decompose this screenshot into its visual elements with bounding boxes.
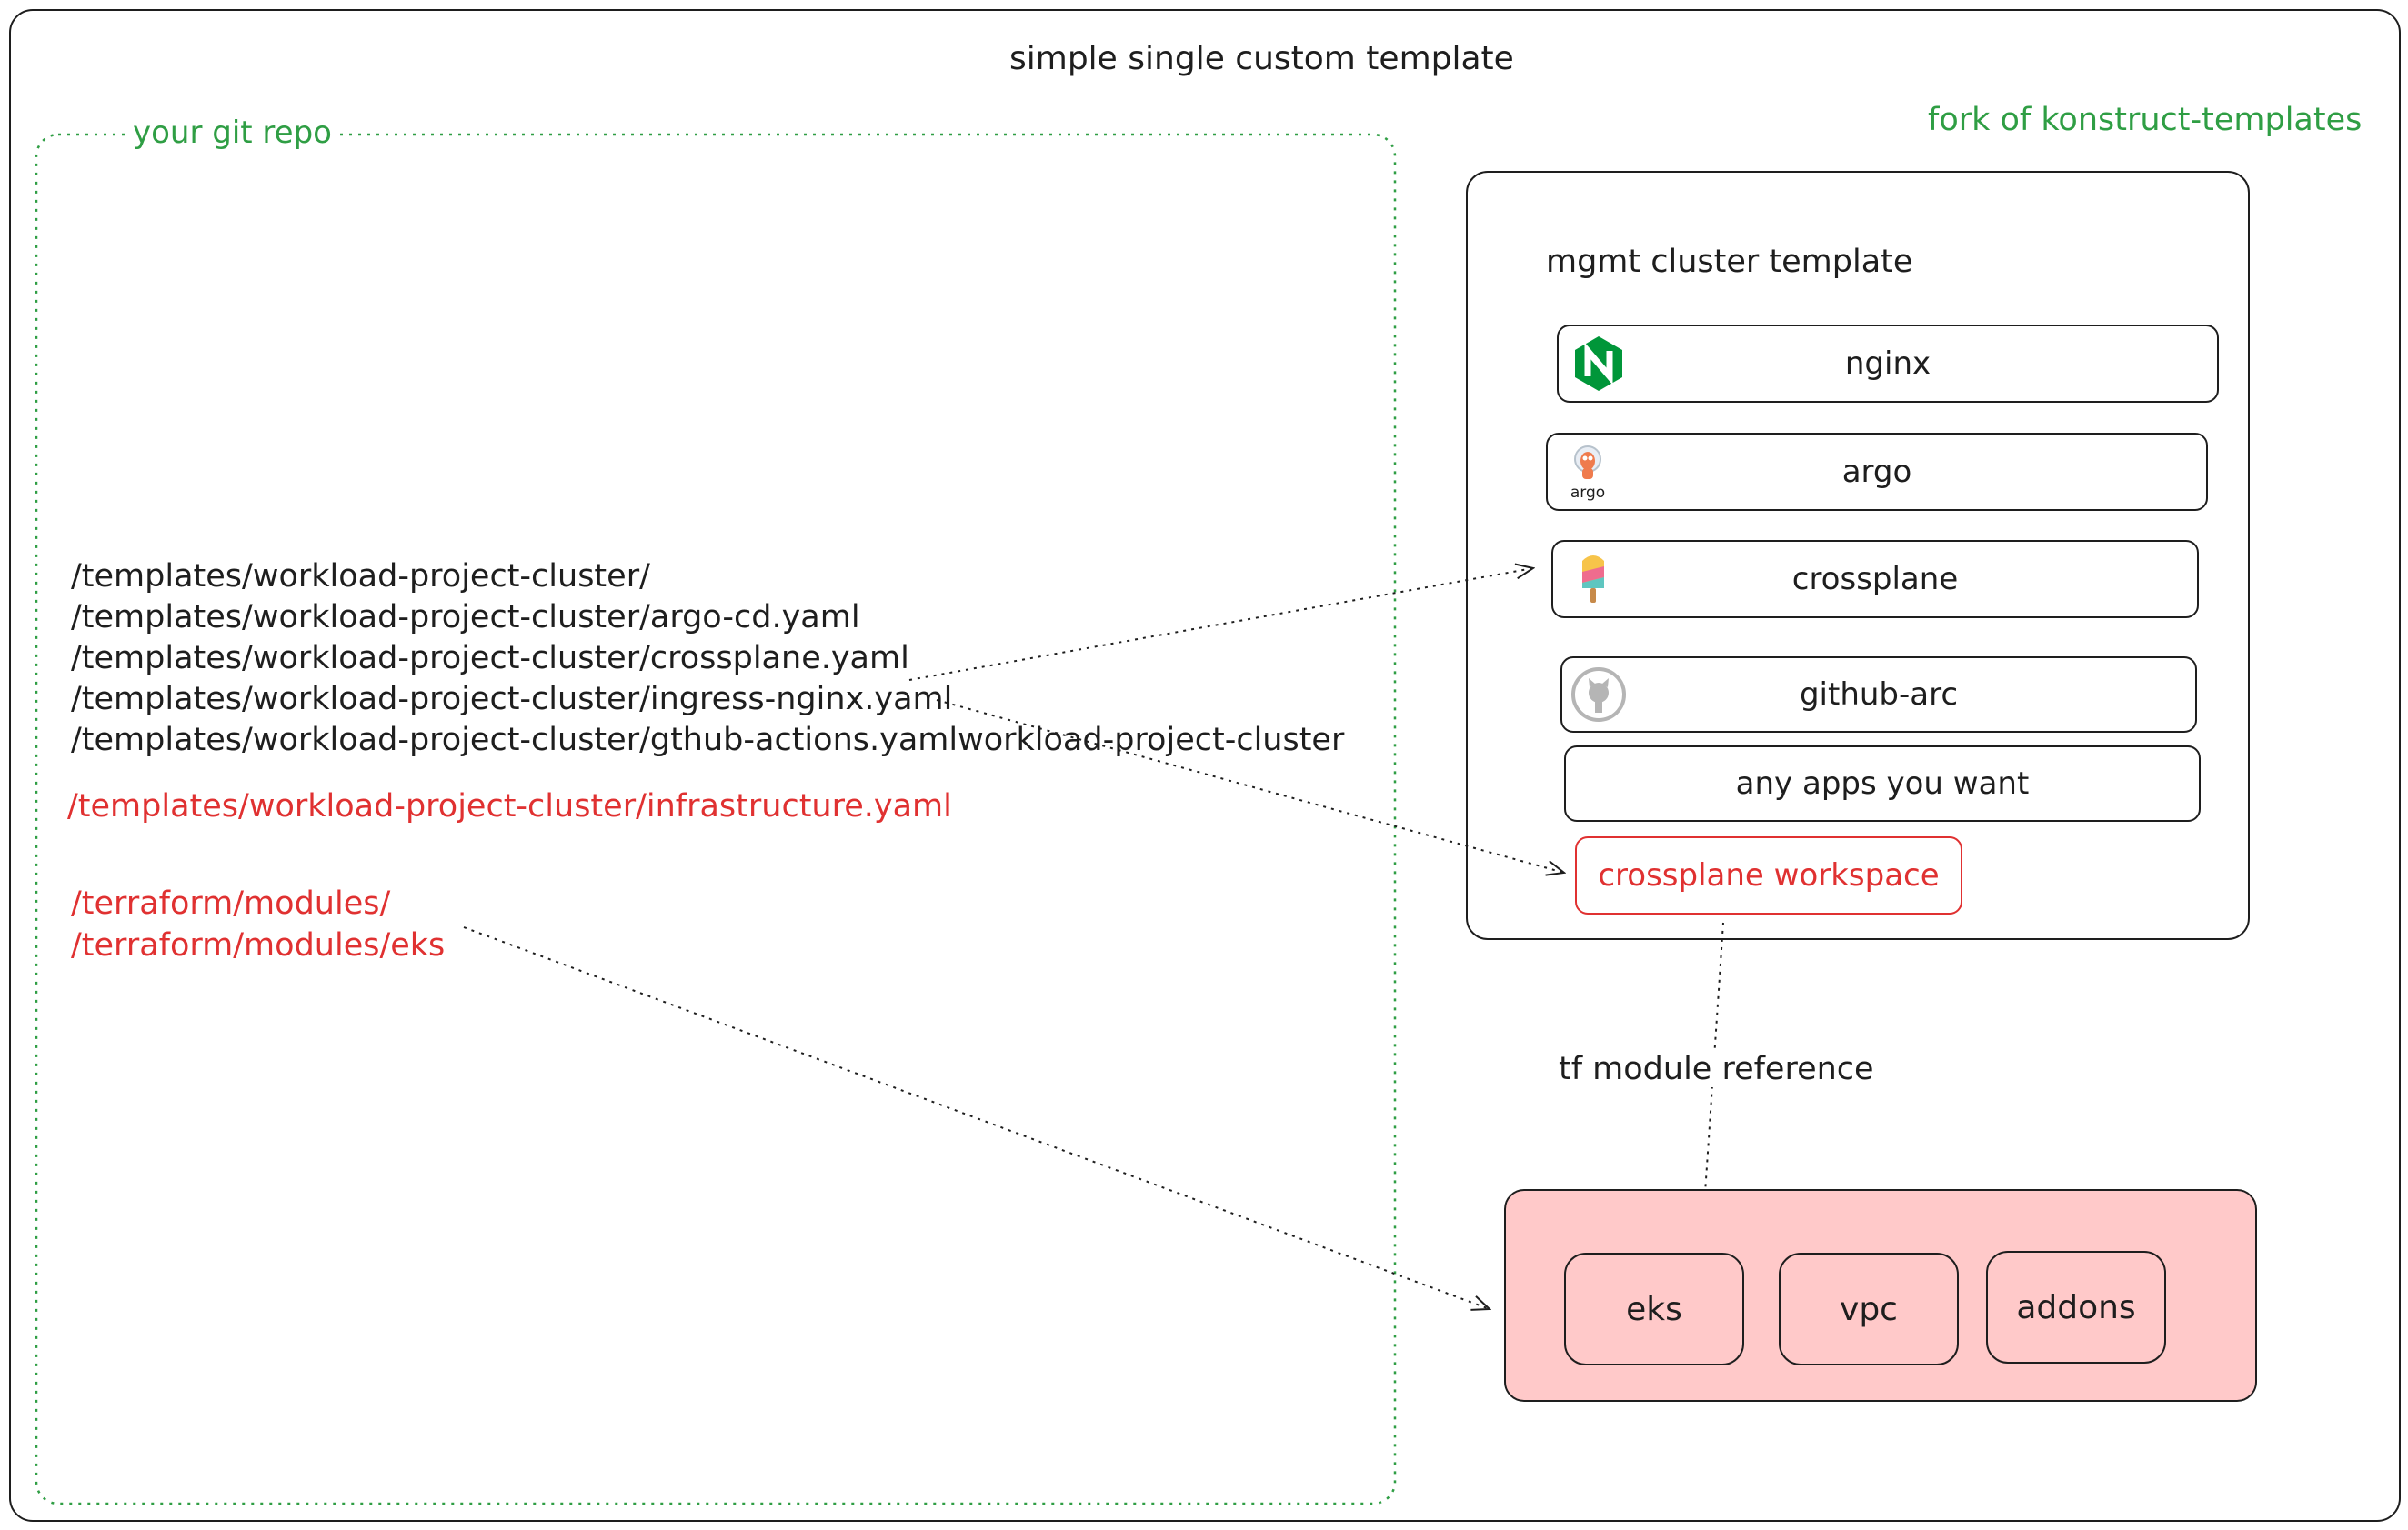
app-label: crossplane <box>1791 561 1959 597</box>
app-label: argo <box>1841 454 1912 490</box>
app-any: any apps you want <box>1564 745 2201 822</box>
repo-path: /templates/workload-project-cluster/argo… <box>71 599 860 635</box>
module-eks: eks <box>1564 1253 1744 1365</box>
repo-path: /templates/workload-project-cluster/gthu… <box>71 722 1345 758</box>
app-argo: argo argo <box>1546 433 2208 511</box>
argo-icon-text: argo <box>1570 484 1605 501</box>
git-repo-label: your git repo <box>129 115 336 151</box>
fork-label: fork of konstruct-templates <box>1928 102 2363 138</box>
arrow-eks-modules <box>463 926 1490 1309</box>
crossplane-icon <box>1564 550 1622 608</box>
module-addons: addons <box>1986 1251 2166 1364</box>
app-github-arc: github-arc <box>1560 656 2197 733</box>
infrastructure-path: /templates/workload-project-cluster/infr… <box>67 788 952 825</box>
app-nginx: nginx <box>1557 325 2219 403</box>
outer-frame <box>9 9 2401 1522</box>
app-label: nginx <box>1844 345 1931 382</box>
nginx-icon <box>1570 335 1628 393</box>
app-label: github-arc <box>1799 676 1959 713</box>
workspace-label: crossplane workspace <box>1598 857 1940 894</box>
repo-path: /templates/workload-project-cluster/cros… <box>71 640 909 676</box>
repo-path: /templates/workload-project-cluster/ <box>71 558 650 595</box>
mgmt-cluster-title: mgmt cluster template <box>1546 244 1913 280</box>
crossplane-workspace: crossplane workspace <box>1575 836 1962 915</box>
github-icon <box>1570 665 1628 724</box>
arrow-crossplane <box>908 568 1533 681</box>
terraform-path: /terraform/modules/eks <box>71 927 446 964</box>
app-crossplane: crossplane <box>1551 540 2199 618</box>
arrow-workspace <box>936 699 1564 873</box>
argo-icon: argo <box>1559 443 1617 502</box>
module-vpc: vpc <box>1779 1253 1959 1365</box>
terraform-path: /terraform/modules/ <box>71 885 391 922</box>
mgmt-cluster-frame <box>1466 171 2250 940</box>
app-label: any apps you want <box>1735 765 2030 802</box>
tf-reference-label: tf module reference <box>1557 1051 1876 1087</box>
diagram-title: simple single custom template <box>1009 40 1514 77</box>
repo-path: /templates/workload-project-cluster/ingr… <box>71 681 953 717</box>
git-repo-box <box>35 133 1397 1505</box>
